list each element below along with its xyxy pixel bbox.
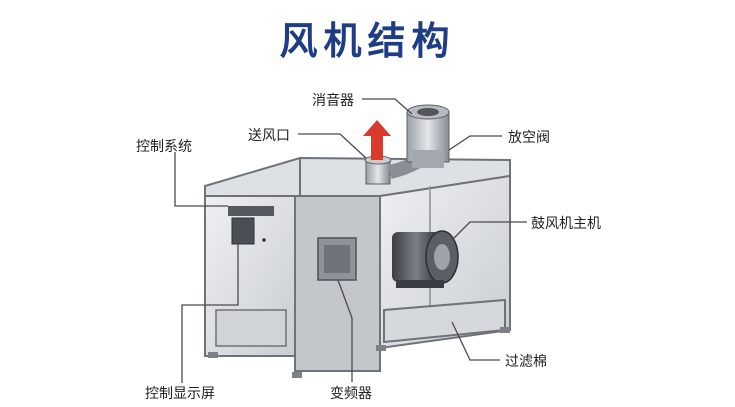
control-display-panel <box>231 217 255 245</box>
inverter-label: 变频器 <box>330 386 372 402</box>
outlet-label: 送风口 <box>248 128 290 144</box>
blower-main-label: 鼓风机主机 <box>531 216 601 232</box>
airflow-arrow <box>363 120 391 160</box>
blower-motor <box>392 230 459 288</box>
filter-label: 过滤棉 <box>505 354 547 370</box>
diagram-title: 风机结构 <box>279 18 456 63</box>
leader-lines <box>174 98 527 383</box>
control-system-box <box>228 206 274 216</box>
cabinet <box>204 156 511 378</box>
muffler-unit <box>406 104 450 168</box>
control-display-label: 控制显示屏 <box>145 386 215 402</box>
vent-valve-label: 放空阀 <box>508 130 550 146</box>
control-system-label: 控制系统 <box>136 139 192 155</box>
inverter-unit <box>317 237 357 281</box>
muffler-label: 消音器 <box>312 93 354 109</box>
